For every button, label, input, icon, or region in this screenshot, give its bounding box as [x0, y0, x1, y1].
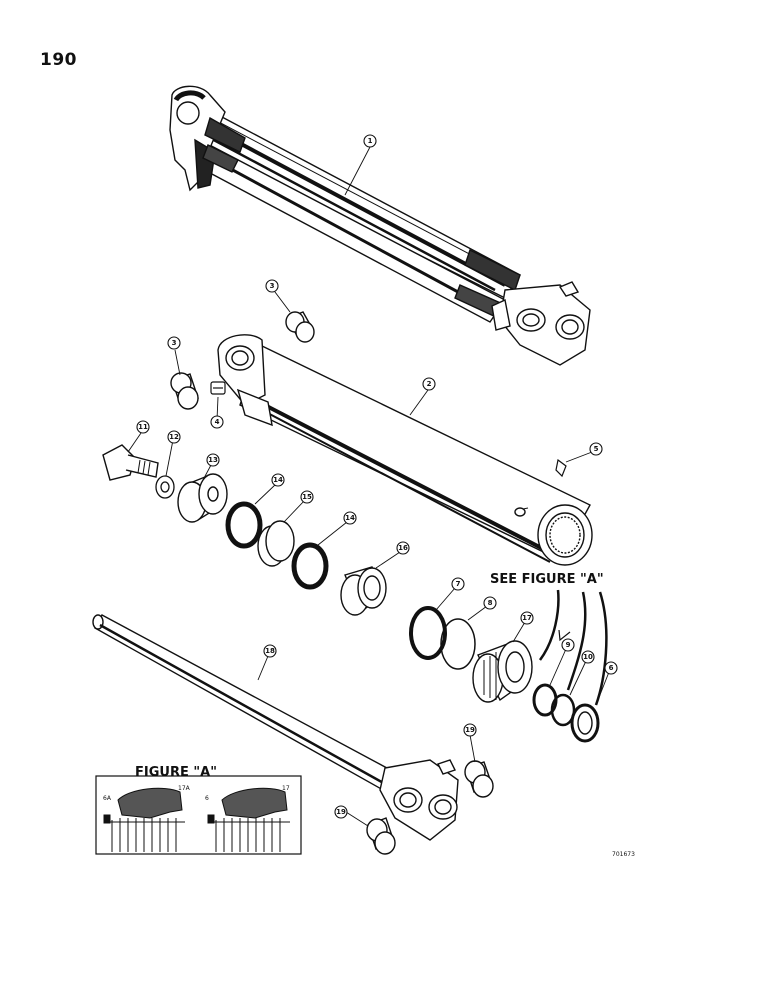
washer — [155, 475, 175, 499]
svg-text:16: 16 — [398, 544, 408, 552]
figure-a-label-17: 17 — [282, 785, 290, 792]
svg-text:19: 19 — [336, 808, 346, 816]
cylinder-assembly — [169, 85, 591, 366]
callout-17: 17 — [520, 611, 534, 625]
o-ring — [409, 606, 447, 660]
cylinder-barrel — [217, 334, 593, 566]
svg-text:3: 3 — [172, 339, 177, 347]
callout-11: 11 — [136, 420, 150, 434]
callout-15: 15 — [300, 490, 314, 504]
svg-text:13: 13 — [208, 456, 218, 464]
svg-text:1: 1 — [368, 137, 373, 145]
rod-bushing-lower — [366, 817, 396, 855]
bushing-lower — [170, 372, 199, 410]
callout-18: 18 — [263, 644, 277, 658]
svg-text:3: 3 — [270, 282, 275, 290]
callout-12: 12 — [167, 430, 181, 444]
rod-bushing-upper — [464, 760, 494, 798]
callout-19-lower: 19 — [334, 805, 348, 819]
gland — [472, 640, 533, 703]
piston-rod — [92, 614, 459, 841]
piston — [177, 473, 228, 523]
callout-3-upper: 3 — [265, 279, 279, 293]
svg-text:7: 7 — [456, 580, 461, 588]
callout-5: 5 — [589, 442, 603, 456]
callout-16: 16 — [396, 541, 410, 555]
figure-a-inset: FIGURE "A" 6A 17A 6 17 — [95, 765, 302, 855]
svg-text:4: 4 — [215, 418, 220, 426]
leader-lines — [127, 146, 610, 827]
callout-4: 4 — [210, 415, 224, 429]
callout-7: 7 — [451, 577, 465, 591]
callout-9: 9 — [561, 638, 575, 652]
svg-text:6: 6 — [609, 664, 614, 672]
bushing-upper — [285, 311, 315, 343]
piston-ring-1 — [225, 501, 263, 549]
svg-text:5: 5 — [594, 445, 599, 453]
callout-14-b: 14 — [343, 511, 357, 525]
svg-text:18: 18 — [265, 647, 275, 655]
callout-19-upper: 19 — [463, 723, 477, 737]
callout-10: 10 — [581, 650, 595, 664]
callout-2: 2 — [422, 377, 436, 391]
callout-14-a: 14 — [271, 473, 285, 487]
set-screw — [555, 458, 567, 478]
wiper — [570, 703, 600, 743]
callout-13: 13 — [206, 453, 220, 467]
svg-text:15: 15 — [302, 493, 312, 501]
svg-text:11: 11 — [138, 423, 148, 431]
svg-text:9: 9 — [566, 641, 571, 649]
svg-text:14: 14 — [273, 476, 283, 484]
callout-1: 1 — [363, 134, 377, 148]
wear-ring — [257, 520, 295, 567]
piston-ring-2 — [291, 542, 329, 590]
svg-text:2: 2 — [427, 380, 432, 388]
svg-text:10: 10 — [583, 653, 593, 661]
page-number: 190 — [40, 50, 77, 70]
drawing-number: 701673 — [612, 851, 635, 858]
figure-a-label-6a: 6A — [103, 795, 112, 802]
backup-ring — [440, 618, 476, 670]
svg-text:17: 17 — [522, 614, 532, 622]
svg-text:12: 12 — [169, 433, 179, 441]
figure-a-title: FIGURE "A" — [135, 765, 217, 780]
see-figure-label: SEE FIGURE "A" — [490, 572, 604, 587]
svg-text:14: 14 — [345, 514, 355, 522]
callout-8: 8 — [483, 596, 497, 610]
svg-text:19: 19 — [465, 726, 475, 734]
grease-fitting — [210, 381, 226, 395]
callout-3-lower: 3 — [167, 336, 181, 350]
figure-a-label-6: 6 — [205, 795, 209, 802]
ring-10 — [550, 693, 576, 727]
spacer — [340, 566, 387, 616]
bolt — [102, 444, 159, 481]
callout-6: 6 — [604, 661, 618, 675]
svg-text:8: 8 — [488, 599, 493, 607]
figure-a-label-17a: 17A — [178, 785, 191, 792]
